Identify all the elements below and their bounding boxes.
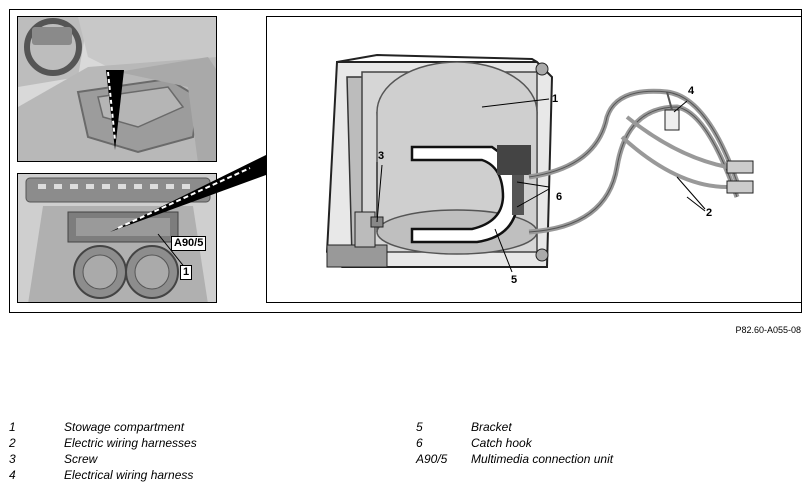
legend-item: 2 Electric wiring harnesses <box>9 435 197 451</box>
legend-item: A90/5 Multimedia connection unit <box>416 451 613 467</box>
interior-overview-drawing <box>18 17 216 161</box>
legend-left: 1 Stowage compartment 2 Electric wiring … <box>9 419 197 483</box>
component-detail-image: 1 2 3 4 5 6 <box>266 16 802 303</box>
callout-inset-1: 1 <box>180 265 193 280</box>
legend-label: Electrical wiring harness <box>64 468 194 482</box>
legend-number: 4 <box>9 468 16 482</box>
legend-number: 1 <box>9 420 16 434</box>
legend-label: Electric wiring harnesses <box>64 436 197 450</box>
callout-6: 6 <box>556 191 563 203</box>
legend-number: 5 <box>416 420 423 434</box>
console-detail-image: A90/5 1 <box>17 173 217 303</box>
legend-label: Multimedia connection unit <box>471 452 614 466</box>
callout-1: 1 <box>552 93 559 105</box>
callout-2: 2 <box>706 207 713 219</box>
callout-4: 4 <box>688 85 695 97</box>
legend-number: 6 <box>416 436 423 450</box>
legend-number: 2 <box>9 436 16 450</box>
legend-label: Stowage compartment <box>64 420 185 434</box>
stowage-compartment-drawing <box>325 53 754 273</box>
legend-item: 6 Catch hook <box>416 435 613 451</box>
legend-number: A90/5 <box>416 452 448 466</box>
legend-item: 3 Screw <box>9 451 197 467</box>
callout-a90-5: A90/5 <box>171 236 207 251</box>
legend-label: Bracket <box>471 420 512 434</box>
figure-code: P82.60-A055-08 <box>735 325 801 335</box>
legend-number: 3 <box>9 452 16 466</box>
legend-label: Catch hook <box>471 436 532 450</box>
legend-item: 4 Electrical wiring harness <box>9 467 197 483</box>
callout-5: 5 <box>511 274 518 286</box>
legend-label: Screw <box>64 452 98 466</box>
legend-item: 1 Stowage compartment <box>9 419 197 435</box>
callout-3: 3 <box>378 150 385 162</box>
legend-right: 5 Bracket 6 Catch hook A90/5 Multimedia … <box>416 419 613 467</box>
interior-overview-image <box>17 16 217 162</box>
legend-item: 5 Bracket <box>416 419 613 435</box>
